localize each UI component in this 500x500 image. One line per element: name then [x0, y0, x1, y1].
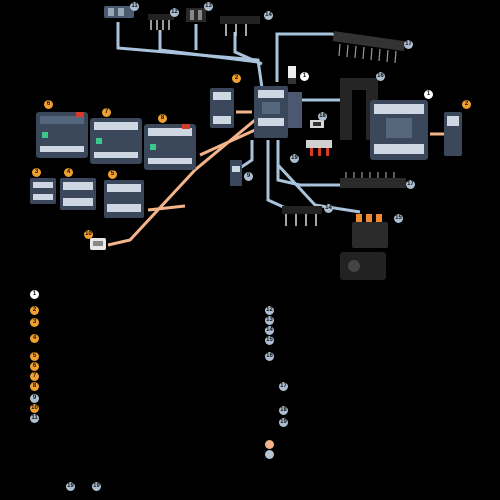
callout-18: 18 [318, 112, 327, 121]
connector-14-top [233, 32, 263, 66]
callout-2-right: 2 [462, 100, 471, 109]
callout-14-bottom: 14 [324, 204, 333, 213]
link-module-13 [186, 8, 206, 22]
surge-suppressor-19 [306, 140, 332, 156]
callout-1-right: 1 [424, 90, 433, 99]
callout-14-top: 14 [264, 11, 273, 20]
callout-3: 3 [32, 168, 41, 177]
legend-right-item: 16 [265, 352, 274, 361]
legend-right-item: 17 [279, 382, 288, 391]
aux-block-5 [104, 180, 144, 218]
contactor-right [370, 100, 428, 160]
legend-right-item: 13 [265, 316, 274, 325]
legend-right-item: 19 [279, 418, 288, 427]
legend-right-item: 12 [265, 306, 274, 315]
cable-connector-10 [90, 238, 106, 250]
aux-switch-2 [210, 88, 234, 128]
legend-bottom-item: 19 [66, 482, 75, 491]
callout-7: 7 [102, 108, 111, 117]
function-module-7 [90, 118, 142, 164]
connector-lines-peach [107, 110, 444, 247]
callout-12: 12 [170, 8, 179, 17]
callout-5: 5 [108, 170, 117, 179]
comb-bar-14-top [220, 16, 260, 36]
legend-right-item: 15 [265, 336, 274, 345]
coil-element [288, 66, 296, 84]
connector-12 [158, 30, 259, 64]
callout-15: 15 [394, 214, 403, 223]
callout-16: 16 [376, 72, 385, 81]
legend-left-item: 11 [30, 414, 39, 423]
legend-left-item: 1 [30, 290, 39, 299]
function-module-8 [144, 124, 196, 170]
surge-module-9 [230, 160, 242, 186]
legend-grey-swatch [265, 450, 274, 459]
legend-left-item: 9 [30, 394, 39, 403]
callout-11: 11 [130, 2, 139, 11]
legend-left-item: 3 [30, 318, 39, 327]
connector-5 [147, 204, 186, 212]
aux-block-3 [30, 178, 56, 204]
busbar-17-bottom [340, 172, 406, 188]
main-contactor-center [254, 86, 288, 138]
legend-peach-swatch [265, 440, 274, 449]
terminal-module-15 [352, 214, 388, 248]
callout-4: 4 [64, 168, 73, 177]
connector-15 [276, 163, 361, 214]
base-module-15 [340, 252, 386, 280]
callout-19: 19 [290, 154, 299, 163]
legend-right-item: 18 [279, 406, 288, 415]
legend-left-item: 8 [30, 382, 39, 391]
callout-8: 8 [158, 114, 167, 123]
legend-bottom-item: 19 [92, 482, 101, 491]
legend-left-item: 10 [30, 404, 39, 413]
comb-bar-14-bottom [282, 206, 322, 226]
connector-8 [199, 128, 256, 157]
callout-13: 13 [204, 2, 213, 11]
callout-17-bottom: 17 [406, 180, 415, 189]
mounting-bracket-16 [340, 78, 378, 140]
function-module-6 [36, 112, 88, 158]
callout-10: 10 [84, 230, 93, 239]
contactor-side-block [288, 92, 302, 128]
legend-left-item: 2 [30, 306, 39, 315]
callout-6: 6 [44, 100, 53, 109]
callout-2-left: 2 [232, 74, 241, 83]
callout-9: 9 [244, 172, 253, 181]
legend-left-item: 5 [30, 352, 39, 361]
link-bar-12 [148, 14, 174, 30]
accessory-18 [310, 120, 324, 128]
aux-switch-right-2 [444, 112, 462, 156]
legend-left-item: 6 [30, 362, 39, 371]
aux-block-4 [60, 178, 96, 210]
auxiliary-terminal-11 [104, 6, 134, 18]
busbar-17-top [332, 31, 406, 64]
legend-right-item: 14 [265, 326, 274, 335]
callout-1-center: 1 [300, 72, 309, 81]
legend-left-item: 4 [30, 334, 39, 343]
connector-17-bottom [276, 140, 340, 187]
legend-left-item: 7 [30, 372, 39, 381]
callout-17-top: 17 [404, 40, 413, 49]
